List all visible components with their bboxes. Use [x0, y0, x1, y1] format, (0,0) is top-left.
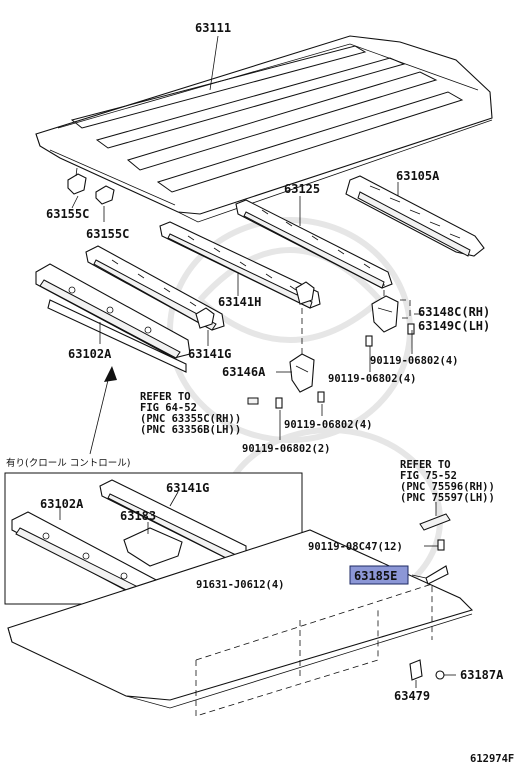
- roof-bow-63125[interactable]: [235, 199, 393, 289]
- side-rail-63105A[interactable]: [345, 175, 485, 257]
- label-90119-06802-a: 90119-06802(4): [370, 355, 459, 367]
- label-63479: 63479: [394, 689, 430, 703]
- side-trim-63185E[interactable]: [425, 565, 449, 585]
- nut-63187A-icon[interactable]: [435, 670, 445, 680]
- figure-id: 612974F: [470, 753, 514, 765]
- label-90119-06802-b: 90119-06802(4): [328, 373, 417, 385]
- bolt-icon: [437, 539, 445, 551]
- clip-63155C-lower[interactable]: [95, 185, 115, 205]
- refer-line-4: (PNC 75597(LH)): [400, 492, 495, 504]
- clip-63155C-upper[interactable]: [67, 167, 87, 195]
- refer-line-4: (PNC 63356B(LH)): [140, 424, 241, 436]
- label-63187A: 63187A: [460, 668, 504, 682]
- label-63148C: 63148C(RH): [418, 305, 490, 319]
- label-90119-06802-c: 90119-06802(4): [284, 419, 373, 431]
- bolt-icon: [275, 391, 325, 409]
- label-90119-06802-d: 90119-06802(2): [242, 443, 331, 455]
- clip-refer-icon: [247, 397, 259, 405]
- label-63141H: 63141H: [218, 295, 261, 309]
- front-header-63102A[interactable]: [35, 263, 191, 373]
- label-63149C: 63149C(LH): [418, 319, 490, 333]
- refer-line-2: FIG 64-52: [140, 402, 197, 414]
- label-63185E[interactable]: 63185E: [354, 569, 397, 583]
- label-91631-J0612: 91631-J0612(4): [196, 579, 285, 591]
- bracket-63146A[interactable]: [289, 353, 315, 393]
- refer-note-fig-75-52[interactable]: REFER TO FIG 75-52 (PNC 75596(RH)) (PNC …: [400, 459, 495, 504]
- label-63155C-a: 63155C: [46, 207, 89, 221]
- refer-line-3: (PNC 75596(RH)): [400, 481, 495, 493]
- inset-bow-63141G[interactable]: [99, 479, 247, 563]
- bolt-icon: [365, 323, 415, 347]
- refer-line-2: FIG 75-52: [400, 470, 457, 482]
- refer-line-1: REFER TO: [140, 391, 191, 403]
- clip-refer-icon: [419, 513, 451, 531]
- label-63146A: 63146A: [222, 365, 266, 379]
- label-63105A: 63105A: [396, 169, 440, 183]
- roof-panel-63111[interactable]: [35, 35, 493, 223]
- label-63183: 63183: [120, 509, 156, 523]
- refer-line-1: REFER TO: [400, 459, 451, 471]
- clip-63479[interactable]: [409, 659, 423, 681]
- label-63155C-b: 63155C: [86, 227, 129, 241]
- inset-title: 有り(クロール コントロール): [6, 457, 130, 469]
- roof-bow-63141G[interactable]: [85, 245, 225, 331]
- label-63102A-inset: 63102A: [40, 497, 84, 511]
- label-63141G-top: 63141G: [188, 347, 231, 361]
- refer-note-fig-64-52[interactable]: REFER TO FIG 64-52 (PNC 63355C(RH)) (PNC…: [140, 391, 241, 436]
- label-63102A-top: 63102A: [68, 347, 112, 361]
- highlight-63185E: [349, 565, 409, 585]
- bracket-63148C-63149C[interactable]: [371, 295, 399, 333]
- refer-line-3: (PNC 63355C(RH)): [140, 413, 241, 425]
- label-63111: 63111: [195, 21, 231, 35]
- inset-front-header-63102A[interactable]: [11, 511, 161, 601]
- roof-bow-63141H[interactable]: [159, 221, 321, 309]
- label-63141G-inset: 63141G: [166, 481, 209, 495]
- label-90119-08C47: 90119-08C47(12): [308, 541, 403, 553]
- inset-bracket-63183[interactable]: [123, 527, 183, 567]
- label-63125: 63125: [284, 182, 320, 196]
- arrow-up-icon: [89, 366, 117, 455]
